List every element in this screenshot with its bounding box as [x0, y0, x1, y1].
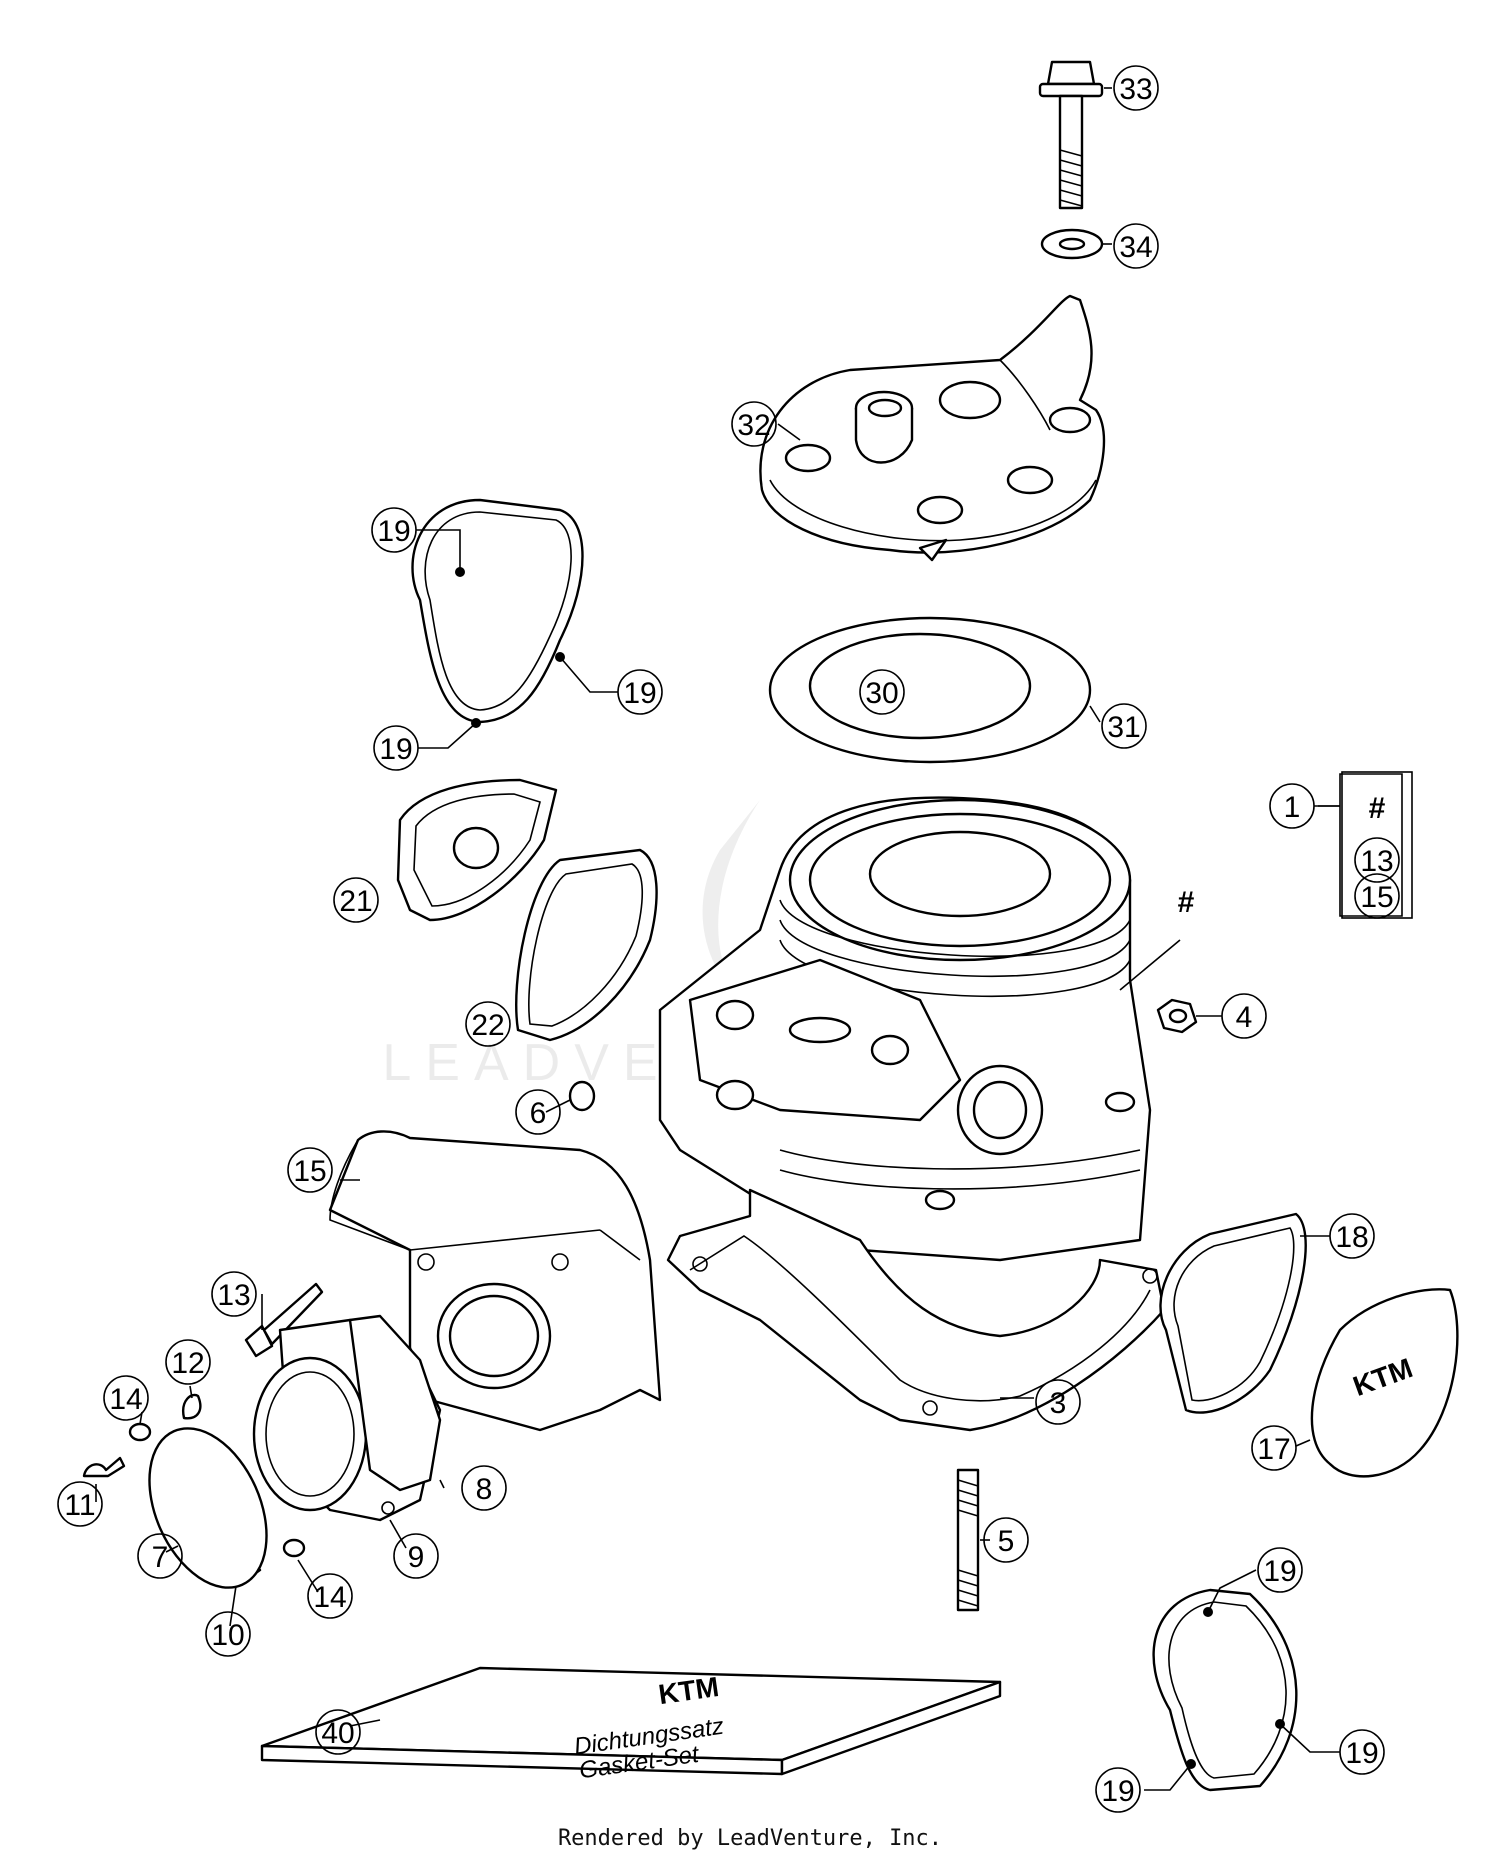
- callout-31[interactable]: 31: [1101, 703, 1147, 749]
- callout-4[interactable]: 4: [1221, 993, 1267, 1039]
- cover-17[interactable]: KTM: [1310, 1288, 1459, 1478]
- cylinder-hash: #: [1178, 886, 1195, 919]
- gasket-18[interactable]: [1159, 1212, 1307, 1414]
- screw-13[interactable]: [244, 1282, 324, 1358]
- svg-text:17: 17: [1257, 1433, 1290, 1466]
- callout-legend-15[interactable]: 15: [1354, 873, 1400, 919]
- washer-14a[interactable]: [128, 1422, 152, 1442]
- svg-text:22: 22: [471, 1009, 504, 1042]
- gasket-22[interactable]: [515, 848, 658, 1042]
- gasket-set-40[interactable]: KTM Dichtungssatz Gasket-Set: [260, 1666, 1002, 1784]
- callout-15[interactable]: 15: [287, 1147, 333, 1193]
- svg-text:15: 15: [293, 1155, 326, 1188]
- callout-3[interactable]: 3: [1035, 1379, 1081, 1425]
- svg-text:33: 33: [1119, 73, 1152, 106]
- base-gasket-3[interactable]: [666, 1188, 1166, 1432]
- callout-30[interactable]: 30: [859, 669, 905, 715]
- svg-text:19: 19: [623, 677, 656, 710]
- o-ring-6[interactable]: [568, 1080, 596, 1112]
- clip-12[interactable]: [182, 1393, 202, 1420]
- svg-text:19: 19: [1101, 1775, 1134, 1808]
- svg-text:8: 8: [476, 1473, 493, 1506]
- svg-text:34: 34: [1119, 231, 1152, 264]
- footer-credit: Rendered by LeadVenture, Inc.: [557, 1826, 943, 1851]
- svg-text:32: 32: [737, 409, 770, 442]
- callout-12[interactable]: 12: [165, 1339, 211, 1385]
- legend-hash: #: [1369, 792, 1386, 825]
- callout-14b[interactable]: 14: [307, 1573, 353, 1619]
- washer-34[interactable]: [1040, 228, 1104, 260]
- svg-text:15: 15: [1360, 881, 1393, 914]
- callout-19a[interactable]: 19: [371, 507, 417, 553]
- svg-text:19: 19: [1345, 1737, 1378, 1770]
- callout-13[interactable]: 13: [211, 1271, 257, 1317]
- svg-text:21: 21: [339, 885, 372, 918]
- svg-text:#: #: [1178, 886, 1195, 919]
- callout-6[interactable]: 6: [515, 1089, 561, 1135]
- callout-19e[interactable]: 19: [1339, 1729, 1385, 1775]
- callout-40[interactable]: 40: [315, 1709, 361, 1755]
- svg-text:#: #: [1369, 792, 1386, 825]
- svg-text:13: 13: [217, 1279, 250, 1312]
- callout-22[interactable]: 22: [465, 1001, 511, 1047]
- gasket-19-upper[interactable]: [411, 498, 584, 728]
- callout-5[interactable]: 5: [983, 1517, 1029, 1563]
- gasket-8[interactable]: [348, 1314, 442, 1492]
- callout-17[interactable]: 17: [1251, 1425, 1297, 1471]
- callouts: 33 34 32 19 19 19 30 31 1 # 13 15 21 22 …: [57, 65, 1400, 1813]
- gasket-21[interactable]: [396, 778, 558, 922]
- callout-1[interactable]: 1: [1269, 783, 1315, 829]
- stud-5[interactable]: [956, 1468, 980, 1612]
- callout-7[interactable]: 7: [137, 1533, 183, 1579]
- callout-10[interactable]: 10: [205, 1611, 251, 1657]
- callout-11[interactable]: 11: [57, 1481, 103, 1527]
- svg-text:1: 1: [1284, 791, 1301, 824]
- svg-text:14: 14: [109, 1383, 142, 1416]
- svg-text:40: 40: [321, 1717, 354, 1750]
- svg-text:10: 10: [211, 1619, 244, 1652]
- callout-legend-13[interactable]: 13: [1354, 837, 1400, 883]
- svg-text:6: 6: [530, 1097, 547, 1130]
- svg-text:11: 11: [64, 1489, 95, 1522]
- svg-text:14: 14: [313, 1581, 346, 1614]
- callout-8[interactable]: 8: [461, 1465, 507, 1511]
- svg-text:12: 12: [171, 1347, 204, 1380]
- callout-34[interactable]: 34: [1113, 223, 1159, 269]
- svg-text:13: 13: [1360, 845, 1393, 878]
- nut-4[interactable]: [1156, 998, 1198, 1034]
- cylinder-head-32[interactable]: [759, 294, 1106, 562]
- gasket-19-lower[interactable]: [1152, 1588, 1298, 1792]
- callout-19f[interactable]: 19: [1095, 1767, 1141, 1813]
- svg-text:9: 9: [408, 1541, 425, 1574]
- svg-text:31: 31: [1107, 711, 1140, 744]
- bolt-33[interactable]: [1038, 60, 1104, 210]
- o-ring-30[interactable]: [808, 632, 1032, 740]
- svg-text:7: 7: [152, 1541, 169, 1574]
- svg-text:19: 19: [1263, 1555, 1296, 1588]
- callout-19b[interactable]: 19: [617, 669, 663, 715]
- svg-text:30: 30: [865, 677, 898, 710]
- callout-18[interactable]: 18: [1329, 1213, 1375, 1259]
- callout-19d[interactable]: 19: [1257, 1547, 1303, 1593]
- o-ring-7[interactable]: [126, 1410, 289, 1606]
- svg-text:19: 19: [379, 733, 412, 766]
- callout-21[interactable]: 21: [333, 877, 379, 923]
- svg-text:5: 5: [998, 1525, 1015, 1558]
- svg-text:3: 3: [1050, 1387, 1067, 1420]
- leader-lines: [95, 87, 1403, 1791]
- svg-text:18: 18: [1335, 1221, 1368, 1254]
- bolt-11[interactable]: [82, 1456, 126, 1478]
- callout-19c[interactable]: 19: [373, 725, 419, 771]
- cylinder[interactable]: [658, 796, 1152, 1262]
- callout-14a[interactable]: 14: [103, 1375, 149, 1421]
- callout-33[interactable]: 33: [1113, 65, 1159, 111]
- callout-32[interactable]: 32: [731, 401, 777, 447]
- svg-text:4: 4: [1236, 1001, 1253, 1034]
- svg-text:19: 19: [377, 515, 410, 548]
- callout-9[interactable]: 9: [393, 1533, 439, 1579]
- washer-14b[interactable]: [282, 1538, 306, 1558]
